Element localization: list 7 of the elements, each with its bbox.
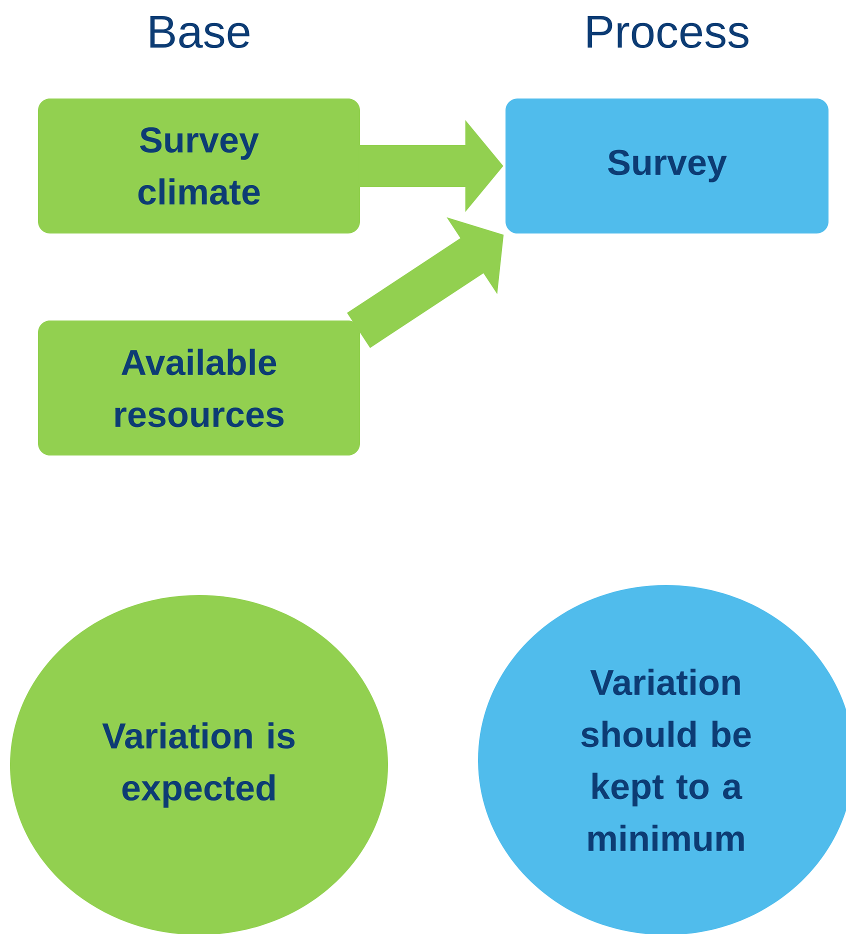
process-box: Survey [506, 98, 828, 234]
column-heading: Base [150, 16, 250, 48]
process-box: Survey climate [38, 98, 360, 234]
column-heading: Process [588, 16, 748, 48]
process-box: Available resources [38, 320, 360, 456]
block-arrow [358, 120, 504, 212]
block-arrow [346, 217, 504, 348]
